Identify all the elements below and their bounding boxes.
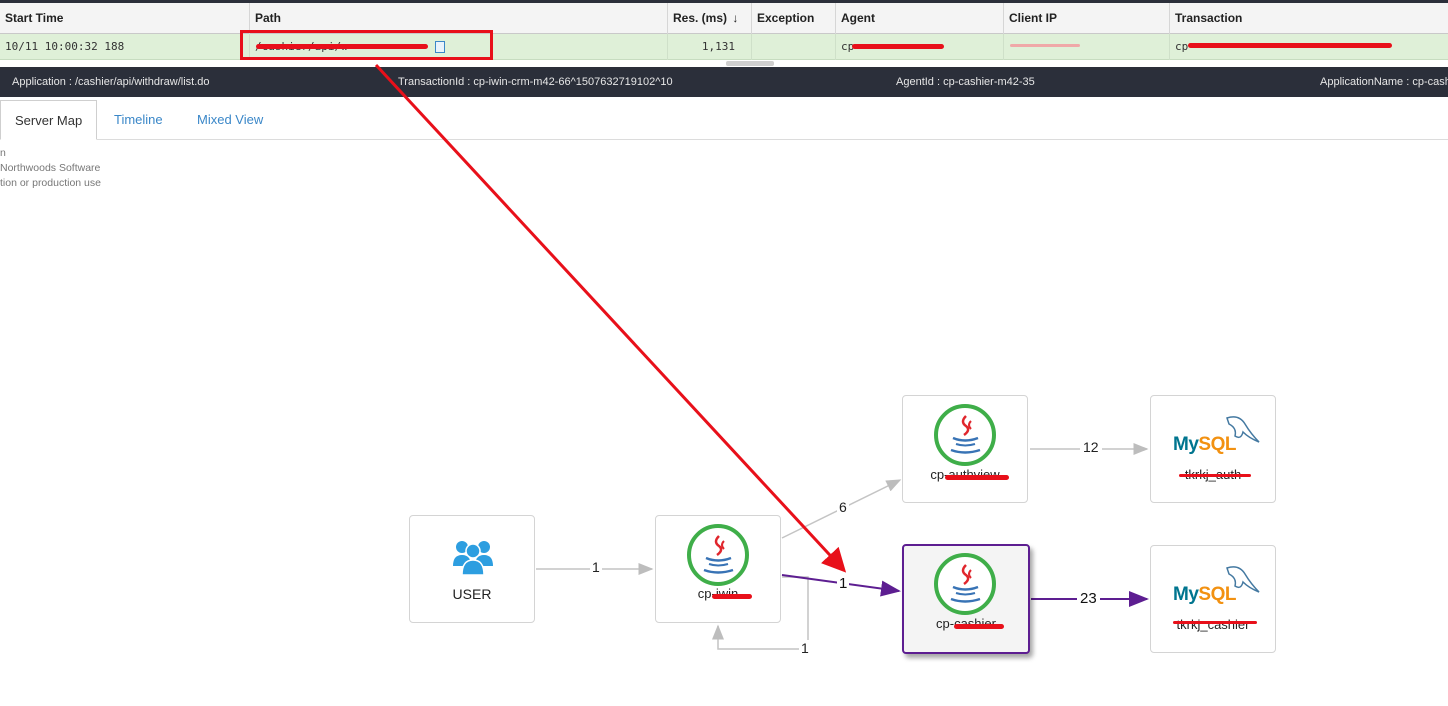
node-mysql-cashier[interactable]: MySQL tkrkj_cashier (1150, 545, 1276, 653)
table-header: Start Time Path Res. (ms) ↓ Exception Ag… (0, 0, 1448, 34)
redaction-mark (852, 44, 944, 49)
cell-agent: cp (836, 34, 1004, 60)
node-label: USER (452, 586, 492, 602)
arrow-down-icon: ↓ (732, 11, 739, 25)
redaction-mark (256, 44, 428, 49)
column-transaction[interactable]: Transaction (1175, 11, 1243, 25)
info-application: Application : /cashier/api/withdraw/list… (12, 76, 210, 88)
mysql-icon: MySQL (1171, 562, 1261, 612)
redaction-mark (1173, 621, 1257, 624)
info-application-name: ApplicationName : cp-cash (1320, 76, 1448, 88)
edge-label-authview-mysql: 12 (1080, 439, 1102, 455)
redaction-mark (712, 594, 752, 599)
column-agent[interactable]: Agent (836, 3, 1004, 34)
column-start-time[interactable]: Start Time (0, 3, 250, 34)
column-exception[interactable]: Exception (752, 3, 836, 34)
cell-exception (752, 34, 836, 60)
edge-label-cashier-mysql: 23 (1077, 590, 1100, 607)
redaction-mark (945, 475, 1009, 480)
annotation-highlight-box (240, 30, 493, 60)
java-icon (687, 524, 749, 586)
mysql-icon: MySQL (1171, 412, 1261, 462)
node-label: tkrkj_cashier (1176, 617, 1250, 632)
redaction-mark (1188, 43, 1392, 48)
cell-start-time: 10/11 10:00:32 188 (0, 34, 250, 60)
node-cp-authview[interactable]: cp-authview (902, 395, 1028, 503)
redaction-mark (1179, 474, 1251, 477)
dolphin-icon (1226, 566, 1260, 593)
tab-server-map[interactable]: Server Map (0, 100, 98, 140)
watermark-line: n (0, 147, 6, 159)
cell-client-ip (1004, 34, 1170, 60)
column-client-ip[interactable]: Client IP (1004, 3, 1170, 34)
users-icon (453, 541, 493, 576)
mysql-logo-text: MySQL (1173, 584, 1236, 605)
cell-transaction: cp (1175, 40, 1189, 53)
document-icon[interactable] (435, 41, 445, 53)
cell-res-ms: 1,131 (668, 34, 752, 60)
java-icon (934, 553, 996, 615)
java-icon (934, 404, 996, 466)
node-user[interactable]: USER (409, 515, 535, 623)
node-cp-iwin[interactable]: cp-iwin (655, 515, 781, 623)
column-res-ms-label: Res. (ms) (673, 11, 728, 25)
tab-mixed-view[interactable]: Mixed View (197, 112, 264, 127)
node-mysql-auth[interactable]: MySQL tkrkj_auth (1150, 395, 1276, 503)
dolphin-icon (1226, 416, 1260, 443)
watermark-line: tion or production use (0, 177, 101, 189)
edge-label-iwin-cashier: 1 (837, 575, 850, 592)
column-res-ms[interactable]: Res. (ms) ↓ (668, 3, 752, 34)
license-watermark: n Northwoods Software tion or production… (0, 146, 101, 191)
node-cp-cashier[interactable]: cp-cashier (902, 544, 1030, 654)
mysql-logo-text: MySQL (1173, 434, 1236, 455)
watermark-line: Northwoods Software (0, 162, 101, 174)
redaction-mark (1010, 44, 1080, 47)
edge-label-iwin-authview: 6 (837, 499, 849, 515)
horizontal-scrollbar[interactable] (726, 61, 774, 66)
info-agent-id: AgentId : cp-cashier-m42-35 (896, 76, 1035, 88)
column-path[interactable]: Path (250, 3, 668, 34)
edge-label-iwin-self: 1 (799, 640, 811, 656)
redaction-mark (954, 624, 1004, 629)
edge-label-user-iwin: 1 (590, 559, 602, 575)
tab-timeline[interactable]: Timeline (114, 112, 163, 127)
